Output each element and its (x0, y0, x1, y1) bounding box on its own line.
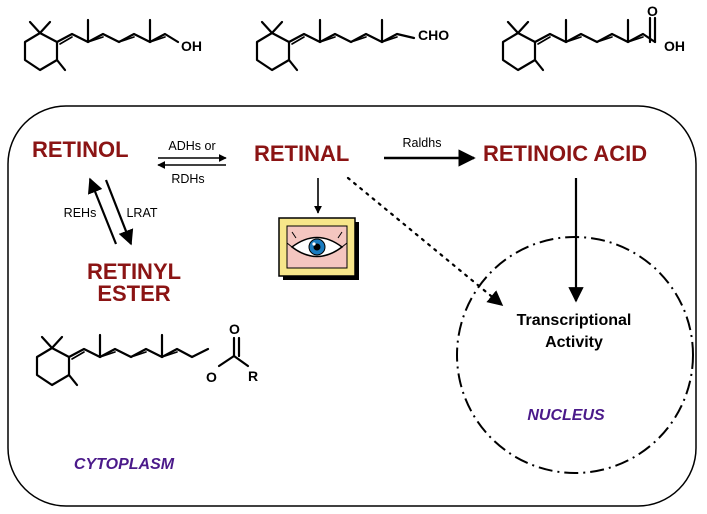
cytoplasm-label: CYTOPLASM (74, 456, 175, 473)
retinal-label: RETINAL (254, 141, 349, 166)
lrat-arrow (104, 179, 134, 246)
nucleus-label: NUCLEUS (527, 407, 605, 424)
retinol-structure: OH (23, 18, 202, 72)
retinol-label: RETINOL (32, 137, 129, 162)
acid-oh-label: OH (664, 38, 685, 54)
adhs-label: ADHs or (168, 139, 215, 153)
ester-label: ESTER (97, 281, 170, 306)
ester-o-link-label: O (206, 369, 217, 385)
rdhs-label: RDHs (171, 172, 204, 186)
retinal-cho-label: CHO (418, 27, 449, 43)
eye-icon (278, 217, 359, 280)
retinoic-acid-label: RETINOIC ACID (483, 141, 647, 166)
retinal-structure: CHO (255, 18, 449, 72)
transcriptional-label: Transcriptional (517, 312, 632, 329)
retinoic-acid-structure: O OH (501, 3, 685, 72)
ester-r-label: R (248, 368, 258, 384)
retinol-retinal-arrows (157, 154, 227, 169)
lrat-label: LRAT (126, 206, 157, 220)
activity-label: Activity (545, 334, 603, 351)
rehs-arrow (87, 177, 118, 245)
ester-o-carbonyl-label: O (229, 321, 240, 337)
rehs-label: REHs (64, 206, 97, 220)
raldhs-label: Raldhs (403, 136, 442, 150)
retinol-oh-label: OH (181, 38, 202, 54)
retinal-to-nucleus-dotted-arrow (346, 176, 504, 307)
retinyl-label: RETINYL (87, 259, 181, 284)
acid-o-label: O (647, 3, 658, 19)
retinyl-ester-structure: O O R (35, 321, 258, 387)
cytoplasm-boundary (7, 105, 697, 507)
